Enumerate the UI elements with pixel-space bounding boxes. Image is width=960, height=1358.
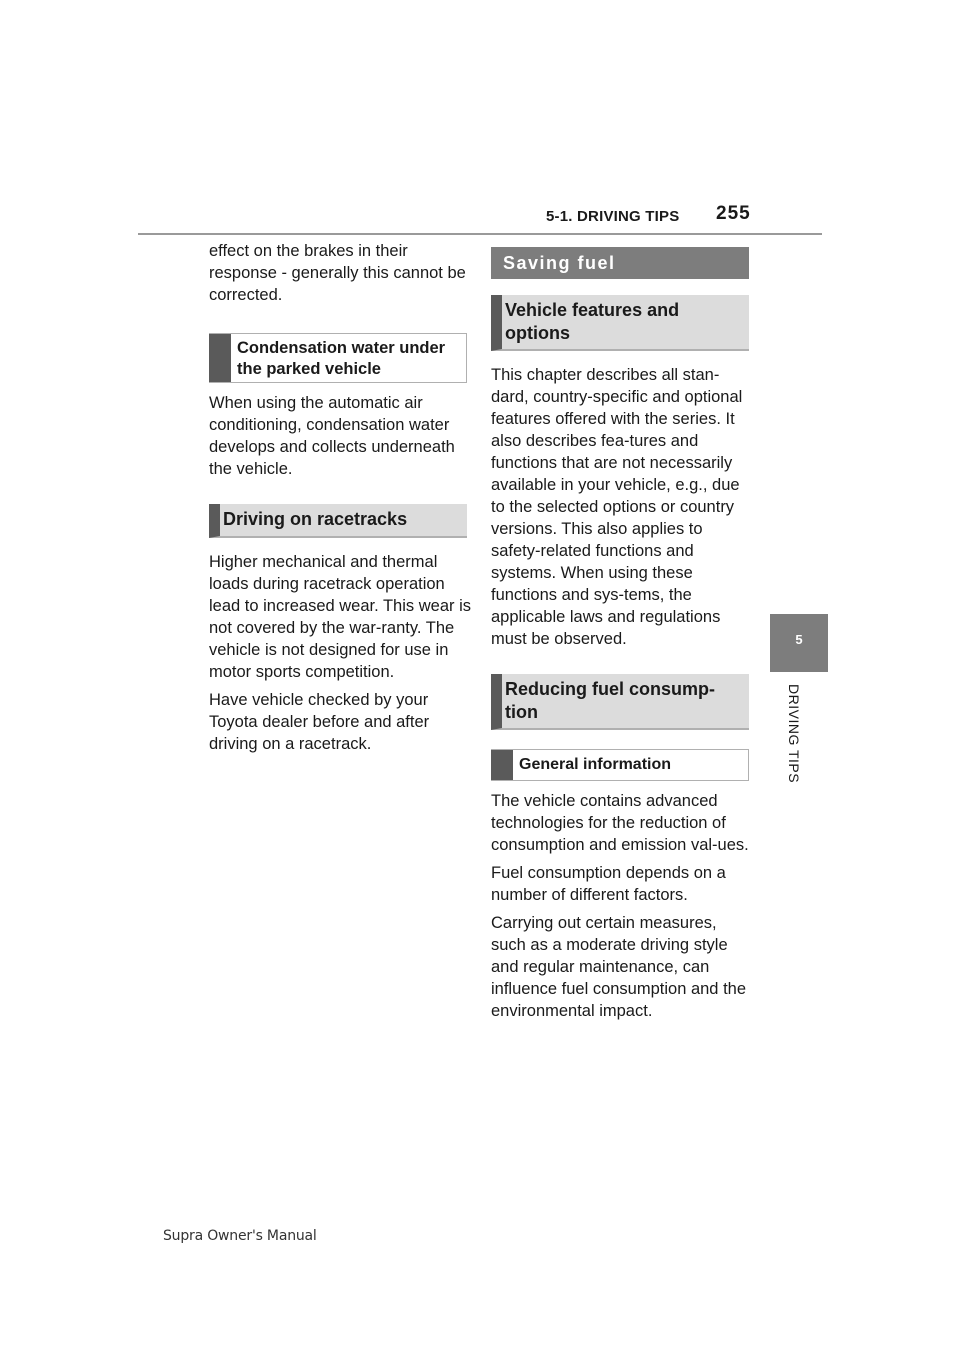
condensation-heading-text: Condensation water under the parked vehi… <box>237 339 446 378</box>
condensation-paragraph: When using the automatic air conditionin… <box>209 394 455 478</box>
page-number: 255 <box>716 203 751 224</box>
general-paragraph-3: Carrying out certain measures, such as a… <box>491 914 747 1020</box>
intro-paragraph: effect on the brakes in their response -… <box>209 242 466 304</box>
general-paragraph-2: Fuel consumption depends on a number of … <box>491 864 726 904</box>
chapter-tab-label: DRIVING TIPS <box>786 684 802 784</box>
general-info-heading-text: General information <box>519 756 672 773</box>
racetrack-heading: Driving on racetracks <box>209 504 467 538</box>
chapter-tab-number: 5 <box>795 632 803 647</box>
reducing-heading: Reducing fuel consump-tion <box>491 674 749 730</box>
right-column: Saving fuel Vehicle features and options… <box>491 247 753 1022</box>
chapter-title-bar: Saving fuel <box>491 247 749 279</box>
header-section-title: 5-1. DRIVING TIPS <box>546 208 680 225</box>
left-column: effect on the brakes in their response -… <box>209 240 471 755</box>
features-heading: Vehicle features and options <box>491 295 749 351</box>
header-divider <box>138 233 822 235</box>
heading-marker <box>209 334 231 382</box>
features-paragraph: This chapter describes all stan-dard, co… <box>491 366 743 648</box>
chapter-tab <box>770 614 828 672</box>
heading-marker <box>491 750 513 780</box>
racetrack-paragraph-2: Have vehicle checked by your Toyota deal… <box>209 691 430 753</box>
general-paragraph-1: The vehicle contains advanced technologi… <box>491 792 749 854</box>
general-info-heading: General information <box>491 749 749 781</box>
condensation-heading: Condensation water under the parked vehi… <box>209 333 467 383</box>
racetrack-paragraph-1: Higher mechanical and thermal loads duri… <box>209 553 471 681</box>
footer-manual-name: Supra Owner's Manual <box>163 1228 317 1244</box>
